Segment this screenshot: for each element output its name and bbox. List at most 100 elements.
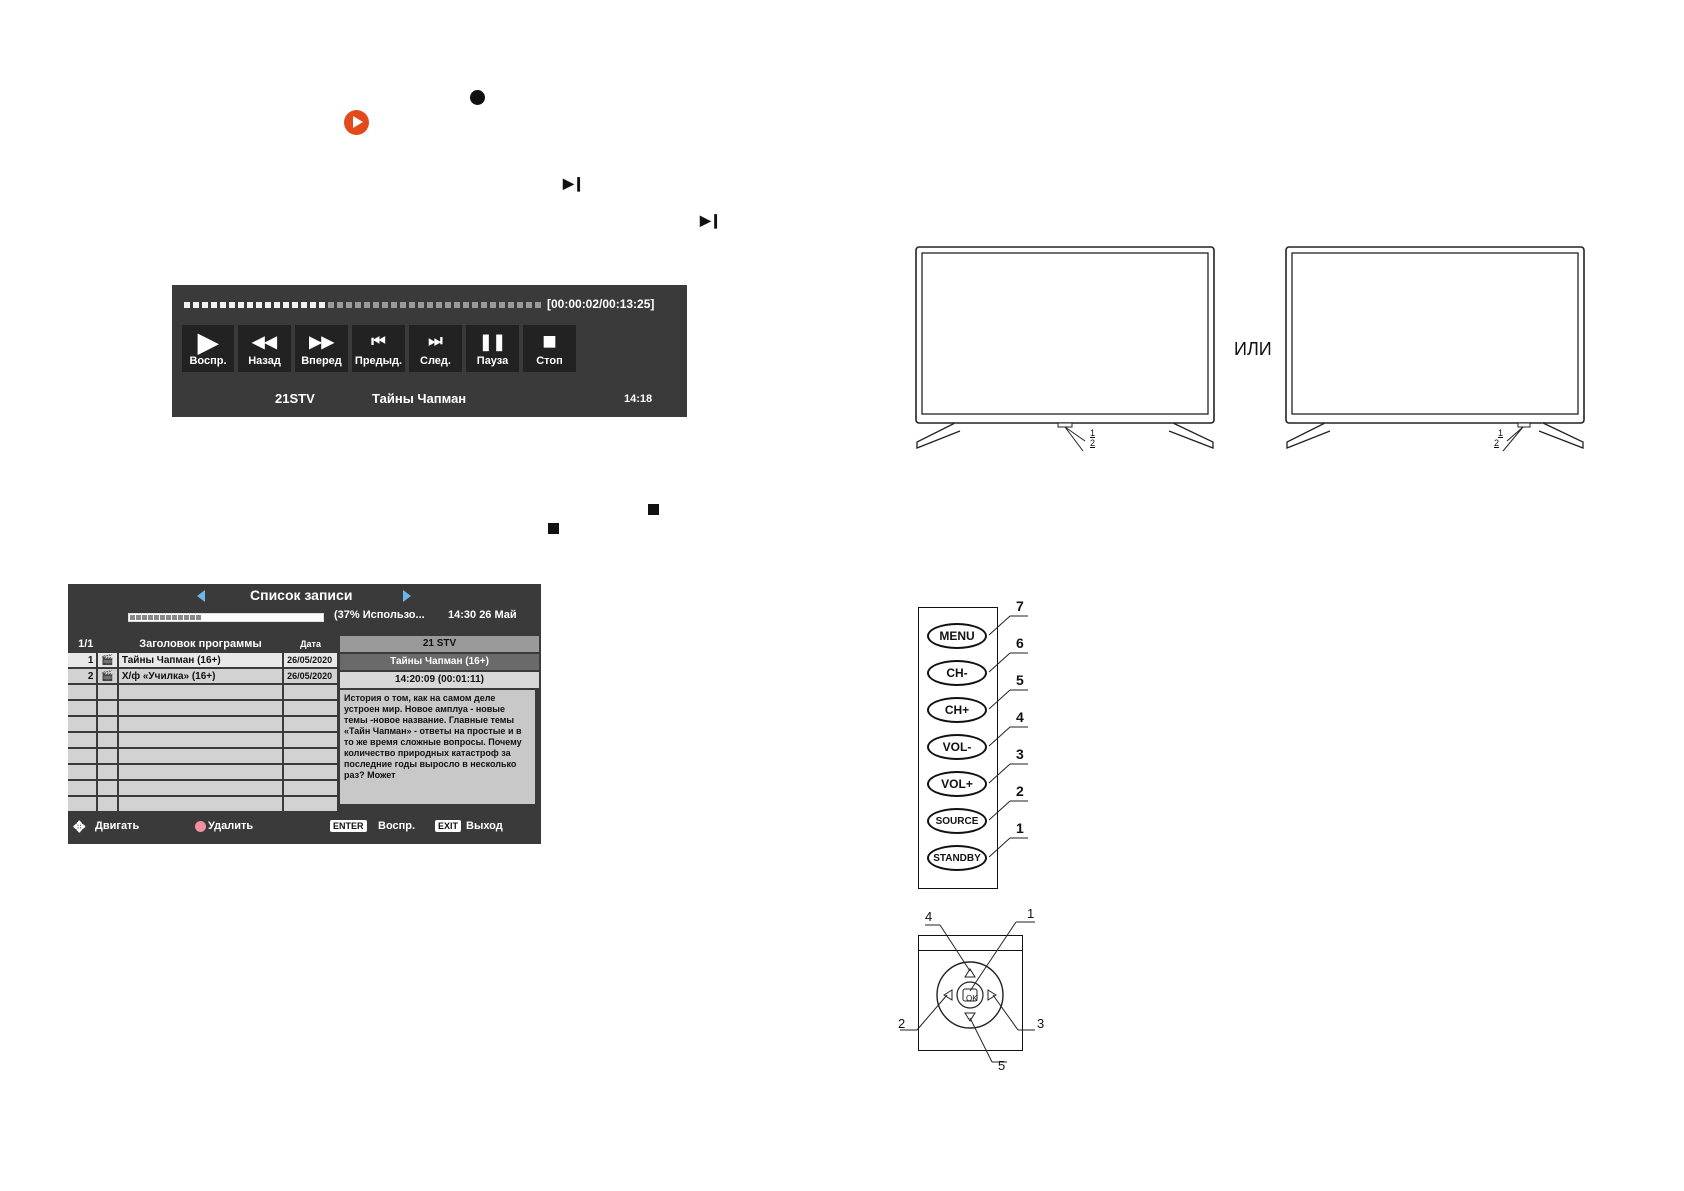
panel-button-ch-minus[interactable]: CH-: [927, 660, 987, 686]
panel-button-ch-plus[interactable]: CH+: [927, 697, 987, 723]
playback-button-fast-forward[interactable]: ▶▶Вперед: [295, 325, 348, 372]
empty-cell: [283, 732, 339, 749]
empty-cell: [68, 700, 99, 717]
rewind-icon: ◀◀: [252, 334, 277, 351]
empty-cell: [283, 684, 339, 701]
progress-dot: [292, 302, 298, 308]
progress-dot: [373, 302, 379, 308]
progress-dot: [445, 302, 451, 308]
channel-name: 21STV: [275, 391, 315, 406]
play-pause-icon: ▶❙: [563, 175, 584, 191]
progress-dot: [508, 302, 514, 308]
playback-clock: 14:18: [624, 393, 653, 405]
progress-dot: [526, 302, 532, 308]
tv-front-drawing-2: [1285, 246, 1585, 452]
recording-number: 2: [68, 668, 99, 685]
empty-cell: [97, 716, 119, 733]
playback-button-next[interactable]: ⏭ След.: [409, 325, 462, 372]
empty-row: [68, 748, 339, 765]
progress-dot: [535, 302, 541, 308]
panel-button-menu[interactable]: MENU: [927, 623, 987, 649]
progress-dot: [409, 302, 415, 308]
panel-button-vol-plus[interactable]: VOL+: [927, 771, 987, 797]
empty-cell: [283, 764, 339, 781]
usage-segment: [184, 615, 189, 620]
exit-key-icon: EXIT: [435, 820, 462, 832]
leader-line: [988, 652, 1011, 673]
joystick-drawing: [900, 921, 1035, 1063]
recording-list-title: Список записи: [250, 587, 353, 603]
joystick-callout-left: 2: [898, 1016, 906, 1031]
film-icon: 🎬: [97, 668, 119, 685]
recording-date: 26/05/2020: [283, 652, 339, 669]
playback-button-pause[interactable]: ❚❚Пауза: [466, 325, 519, 372]
empty-cell: [117, 732, 285, 749]
empty-cell: [283, 748, 339, 765]
empty-cell: [68, 684, 99, 701]
recording-list-header: Список записи (37% Использо... 14:30 26 …: [68, 584, 541, 634]
pause-icon: ❚❚: [479, 334, 506, 351]
panel-button-source[interactable]: SOURCE: [927, 808, 987, 834]
panel-callout-number: 3: [1016, 746, 1024, 762]
disk-usage-text: (37% Использо...: [334, 609, 425, 621]
disk-usage-bar: [128, 613, 324, 622]
empty-cell: [117, 716, 285, 733]
button-panel-leaders: [988, 615, 1028, 858]
usage-segment: [142, 615, 147, 620]
recording-number: 1: [68, 652, 99, 669]
recording-info-panel: 21 STV Тайны Чапман (16+) 14:20:09 (00:0…: [340, 636, 539, 690]
playback-button-rewind[interactable]: ◀◀Назад: [238, 325, 291, 372]
playback-button-label: След.: [420, 355, 451, 367]
play-pause-icon: ▶❙: [700, 212, 721, 228]
progress-dot: [238, 302, 244, 308]
arrow-right-icon[interactable]: [403, 590, 411, 602]
playback-button-previous[interactable]: ⏮Предыд.: [352, 325, 405, 372]
playback-button-stop[interactable]: ■Стоп: [523, 325, 576, 372]
info-description: История о том, как на самом деле устроен…: [340, 690, 535, 804]
leader-line: [988, 726, 1011, 747]
progress-dot: [355, 302, 361, 308]
empty-cell: [97, 796, 119, 813]
move-arrows-icon: ✥: [73, 819, 86, 836]
table-row[interactable]: 2🎬Х/ф «Училка» (16+)26/05/2020: [68, 668, 339, 685]
progress-dot: [319, 302, 325, 308]
leader-line: [988, 615, 1011, 636]
empty-cell: [68, 716, 99, 733]
panel-button-vol-minus[interactable]: VOL-: [927, 734, 987, 760]
panel-button-standby[interactable]: STANDBY: [927, 845, 987, 871]
empty-cell: [68, 796, 99, 813]
playback-button-play[interactable]: ▶Воспр.: [182, 325, 234, 372]
tv2-callout-1: 1: [1498, 428, 1504, 438]
panel-callout-number: 1: [1016, 820, 1024, 836]
empty-cell: [117, 684, 285, 701]
playback-button-label: Предыд.: [354, 355, 403, 367]
panel-callout-number: 7: [1016, 598, 1024, 614]
progress-dot: [328, 302, 334, 308]
stop-square-icon: [648, 504, 659, 515]
empty-cell: [283, 796, 339, 813]
playback-button-label: Вперед: [301, 355, 342, 367]
arrow-left-icon[interactable]: [197, 590, 205, 602]
recording-date: 26/05/2020: [283, 668, 339, 685]
move-hint: Двигать: [95, 820, 140, 832]
empty-cell: [117, 796, 285, 813]
joystick-callout-down: 5: [998, 1058, 1006, 1073]
joystick-panel: [918, 935, 1023, 1051]
progress-dot: [283, 302, 289, 308]
tv1-callout-2: 2: [1090, 438, 1096, 448]
table-row[interactable]: 1🎬Тайны Чапман (16+)26/05/2020: [68, 652, 339, 669]
info-channel: 21 STV: [340, 636, 539, 652]
next-icon: ⏭: [428, 333, 443, 350]
leader-line: [988, 800, 1011, 821]
tv2-callout-2: 2: [1494, 438, 1500, 448]
playback-time: [00:00:02/00:13:25]: [547, 297, 655, 311]
date-column-header: Дата: [283, 636, 339, 653]
empty-cell: [283, 780, 339, 797]
progress-dot: [418, 302, 424, 308]
info-time: 14:20:09 (00:01:11): [340, 672, 539, 688]
playback-button-label: Воспр.: [189, 355, 227, 367]
program-column-header: Заголовок программы: [117, 636, 285, 653]
empty-row: [68, 700, 339, 717]
empty-cell: [97, 732, 119, 749]
progress-dot: [184, 302, 190, 308]
